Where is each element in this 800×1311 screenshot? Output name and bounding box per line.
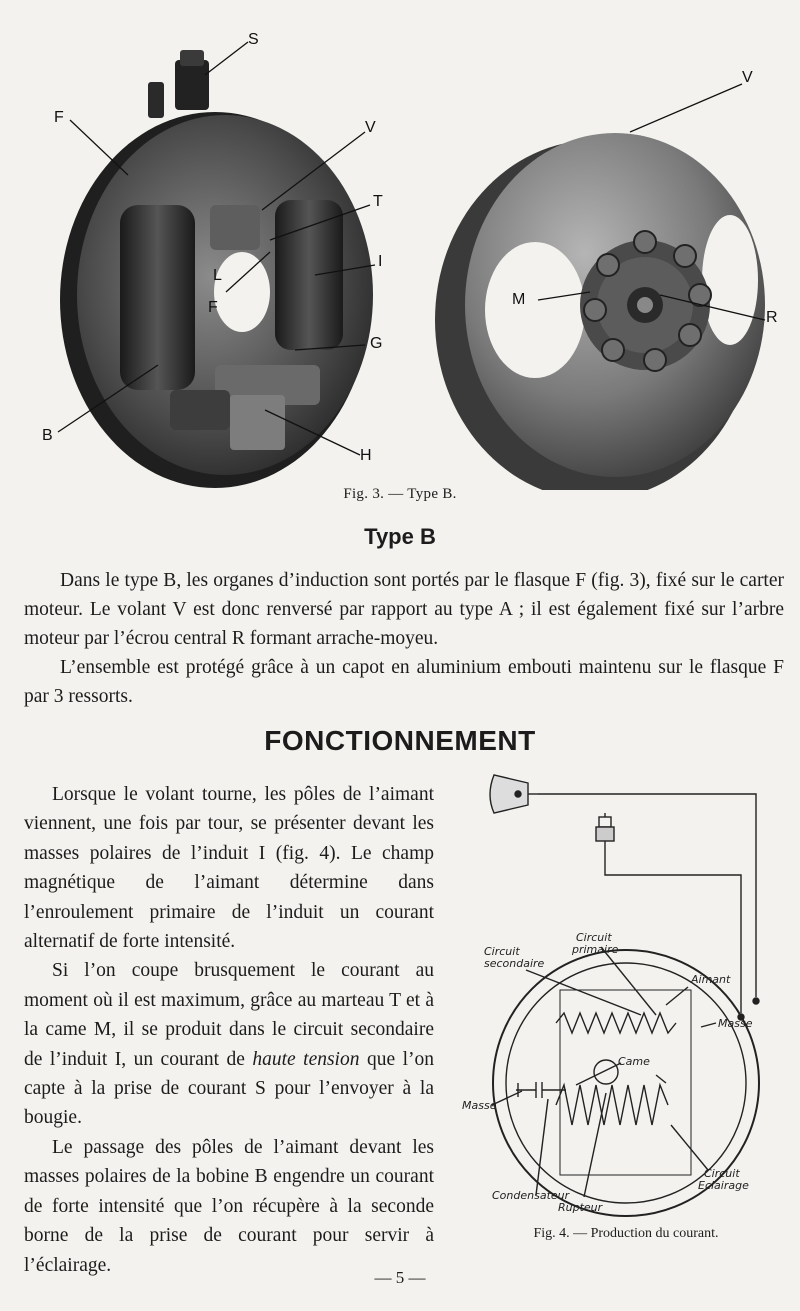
type-b-text: Dans le type B, les organes d’induction … bbox=[24, 566, 784, 711]
label-aimant: Aimant bbox=[690, 973, 731, 986]
label-V-right: V bbox=[742, 69, 753, 86]
label-masse-right: Masse bbox=[718, 1017, 753, 1030]
fonctionnement-text: Lorsque le volant tourne, les pôles de l… bbox=[24, 780, 434, 1280]
fonctionnement-paragraph-3: Le passage des pôles de l’aimant devant … bbox=[24, 1136, 434, 1276]
volant-photo bbox=[435, 133, 765, 490]
label-circuit-secondaire-2: secondaire bbox=[484, 957, 545, 970]
paragraph-2-end: que l’on capte à la prise de courant S p… bbox=[24, 1048, 434, 1129]
label-I: I bbox=[378, 253, 382, 270]
label-masse-left: Masse bbox=[462, 1099, 497, 1112]
figure-4-caption: Fig. 4. — Production du courant. bbox=[533, 1226, 719, 1241]
label-H: H bbox=[360, 447, 372, 464]
label-T: T bbox=[373, 193, 383, 210]
figure-3-caption: Fig. 3. — Type B. bbox=[343, 486, 457, 502]
page-number: — 5 — bbox=[374, 1268, 426, 1287]
label-rupteur: Rupteur bbox=[558, 1201, 604, 1214]
paragraph-2-italic: haute tension bbox=[252, 1048, 360, 1070]
label-M: M bbox=[512, 291, 525, 308]
fonctionnement-paragraph-1: Lorsque le volant tourne, les pôles de l… bbox=[24, 784, 434, 953]
label-R: R bbox=[766, 309, 778, 326]
label-S: S bbox=[248, 31, 259, 48]
figure-4-diagram: Circuit primaire Circuit secondaire Aima… bbox=[462, 774, 760, 1217]
heading-fonctionnement: FONCTIONNEMENT bbox=[264, 725, 536, 756]
label-B: B bbox=[42, 427, 53, 444]
section-title-type-b: Type B bbox=[364, 524, 436, 549]
label-G: G bbox=[370, 335, 382, 352]
figure-3-photos: S F V T L F I G B H V M R bbox=[42, 31, 778, 490]
label-circuit-primaire-1: Circuit bbox=[576, 931, 612, 944]
label-came: Came bbox=[618, 1055, 650, 1068]
label-circuit-secondaire-1: Circuit bbox=[484, 945, 520, 958]
label-L: L bbox=[213, 267, 222, 284]
label-condensateur: Condensateur bbox=[492, 1189, 571, 1202]
type-b-paragraph-1: Dans le type B, les organes d’induction … bbox=[24, 570, 784, 649]
label-circuit-primaire-2: primaire bbox=[571, 943, 619, 956]
flasque-photo bbox=[60, 50, 373, 488]
label-F-top: F bbox=[54, 109, 64, 126]
paragraph-2-start: Si l’on coupe brusquement le courant au … bbox=[24, 960, 434, 1070]
label-F-mid: F bbox=[208, 299, 218, 316]
label-circuit-eclairage-2: Eclairage bbox=[698, 1179, 749, 1192]
fonctionnement-paragraph-2: Si l’on coupe brusquement le courant au … bbox=[24, 956, 434, 1132]
label-circuit-eclairage-1: Circuit bbox=[704, 1167, 740, 1180]
label-V-left: V bbox=[365, 119, 376, 136]
type-b-paragraph-2: L’ensemble est protégé grâce à un capot … bbox=[24, 657, 784, 707]
